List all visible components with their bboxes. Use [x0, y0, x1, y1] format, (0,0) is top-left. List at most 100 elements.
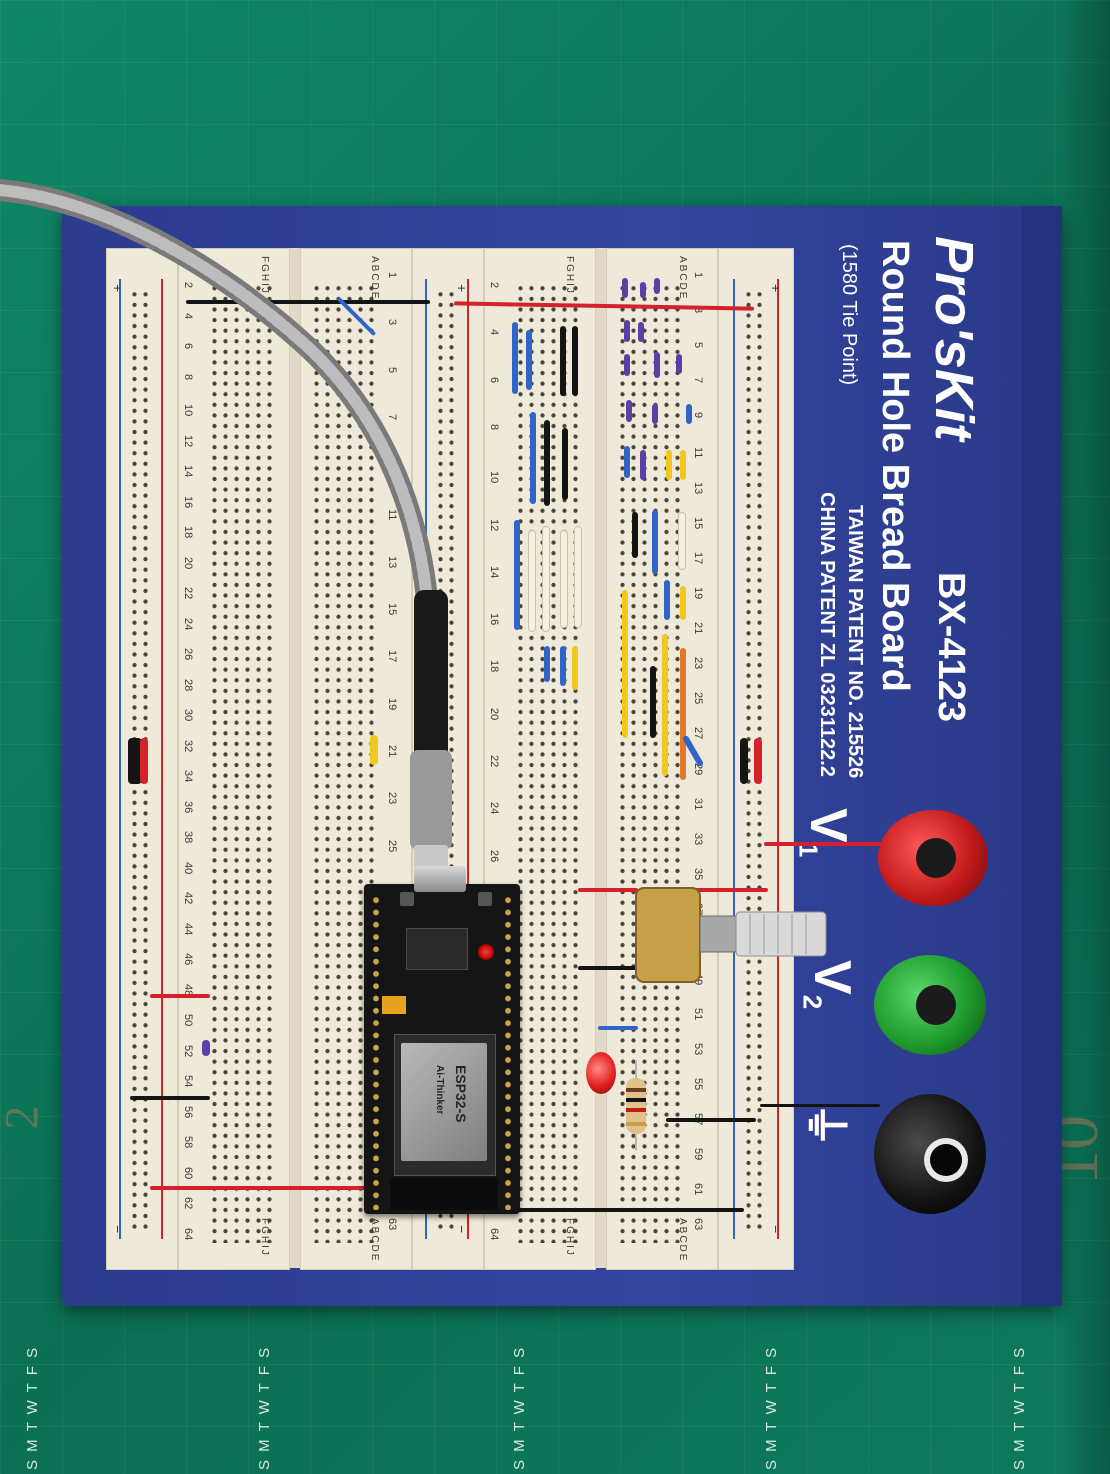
calendar-small-number: 2	[0, 1105, 49, 1130]
jumper-wire-blue[interactable]	[560, 646, 566, 686]
jumper-wire-black[interactable]	[578, 966, 638, 970]
esp32-shield-can	[401, 1043, 487, 1161]
jumper-wire-red[interactable]	[150, 994, 210, 998]
jumper-wire-black[interactable]	[500, 1208, 744, 1212]
calendar-column: S M T W T F S	[757, 1300, 817, 1474]
jumper-wire-red[interactable]	[150, 1186, 386, 1190]
potentiometer[interactable]	[630, 880, 830, 1000]
rail-blue-line	[119, 279, 121, 1239]
wire-to-v1[interactable]	[764, 842, 884, 846]
jumper-wire-blue[interactable]	[686, 404, 692, 424]
row-number: 23	[692, 657, 704, 670]
v2-post-socket	[916, 985, 956, 1025]
jumper-wire-black[interactable]	[632, 512, 638, 558]
jumper-wire-yellow[interactable]	[370, 735, 378, 765]
row-number: 15	[692, 517, 704, 530]
wire-to-ground[interactable]	[760, 1104, 880, 1107]
jumper-wire-purple[interactable]	[640, 450, 646, 480]
jumper-wire-blue[interactable]	[598, 1026, 638, 1030]
calendar-weekdays: S M T W T F S	[24, 1345, 41, 1470]
jumper-wire-black[interactable]	[544, 420, 550, 506]
model-number: BX-4123	[930, 572, 972, 722]
jumper-wire-yellow[interactable]	[680, 450, 686, 480]
center-channel	[596, 248, 606, 1268]
row-number: 24	[488, 802, 500, 815]
row-number: 2	[488, 282, 500, 289]
jumper-wire-blue[interactable]	[514, 520, 520, 630]
jumper-wire-red-short[interactable]	[140, 738, 148, 784]
jumper-wire-yellow[interactable]	[666, 450, 672, 480]
jumper-wire-yellow[interactable]	[680, 586, 686, 620]
row-number: 12	[488, 518, 500, 531]
base-side-rail	[1022, 206, 1062, 1306]
jumper-wire-white[interactable]	[542, 526, 550, 632]
jumper-wire-yellow[interactable]	[662, 634, 668, 776]
jumper-wire-purple[interactable]	[638, 322, 644, 342]
jumper-wire-purple[interactable]	[640, 282, 646, 298]
boot-button[interactable]	[400, 892, 414, 906]
jumper-wire-black-short[interactable]	[128, 738, 142, 784]
jumper-wire-red[interactable]	[578, 888, 638, 892]
patent-taiwan: TAIWAN PATENT NO. 215526	[844, 505, 866, 779]
rail-red-line	[161, 279, 163, 1239]
jumper-wire-black[interactable]	[666, 1118, 756, 1122]
esp32-dev-board[interactable]: ESP32-S Ai-Thinker	[364, 884, 520, 1214]
column-label-bottom: FGHIJ	[259, 1218, 270, 1257]
jumper-wire-blue[interactable]	[652, 510, 658, 574]
jumper-wire-black[interactable]	[572, 326, 578, 396]
jumper-wire-blue[interactable]	[624, 446, 630, 478]
jumper-wire-purple[interactable]	[654, 352, 660, 378]
jumper-wire-blue[interactable]	[544, 646, 550, 682]
jumper-wire-yellow[interactable]	[572, 646, 578, 690]
micro-usb-port[interactable]	[414, 866, 466, 892]
calendar-weekdays: S M T W T F S	[511, 1345, 528, 1470]
jumper-wire-white[interactable]	[528, 530, 536, 632]
column-label-bottom: ABCDE	[677, 1218, 688, 1263]
jumper-wire-blue[interactable]	[530, 412, 536, 504]
row-number: 4	[488, 329, 500, 336]
jumper-wire-purple[interactable]	[202, 1040, 210, 1056]
row-number: 25	[692, 692, 704, 705]
jumper-wire-purple[interactable]	[652, 404, 658, 424]
jumper-wire-white[interactable]	[678, 512, 686, 570]
jumper-wire-purple[interactable]	[626, 400, 632, 422]
reset-button[interactable]	[478, 892, 492, 906]
esp32-pin-header-right	[502, 894, 516, 1210]
jumper-wire-blue[interactable]	[664, 580, 670, 620]
resistor[interactable]	[616, 1060, 656, 1150]
calendar-column: S M T W T F S	[505, 1300, 565, 1474]
row-number: 18	[488, 660, 500, 673]
v1-binding-post[interactable]	[878, 810, 988, 906]
ground-binding-post[interactable]	[874, 1094, 986, 1214]
jumper-wire-yellow[interactable]	[622, 590, 628, 738]
jumper-wire-red[interactable]	[690, 888, 768, 892]
row-number: 19	[692, 587, 704, 600]
jumper-wire-black[interactable]	[650, 666, 656, 738]
jumper-wire-black[interactable]	[186, 300, 430, 304]
row-number: 22	[488, 755, 500, 768]
jumper-wire-purple[interactable]	[622, 278, 628, 298]
jumper-wire-black[interactable]	[560, 326, 566, 396]
jumper-wire-purple[interactable]	[676, 354, 682, 374]
row-number: 20	[488, 707, 500, 720]
jumper-wire-purple[interactable]	[654, 278, 660, 294]
mat-calendar: S M T W T F S S M T W T F S S M T W T F …	[0, 1300, 1110, 1474]
row-number: 5	[692, 342, 704, 349]
jumper-wire-blue[interactable]	[526, 330, 532, 390]
power-rail-right	[718, 248, 794, 1270]
v1-label: V1	[793, 808, 858, 857]
jumper-wire-orange[interactable]	[680, 648, 686, 780]
jumper-wire-black-short[interactable]	[740, 738, 748, 784]
calendar-weekdays: S M T W T F S	[763, 1345, 780, 1470]
jumper-wire-purple[interactable]	[624, 320, 630, 342]
jumper-wire-purple[interactable]	[624, 354, 630, 376]
row-number: 58	[182, 1136, 194, 1149]
red-led[interactable]	[586, 1052, 616, 1094]
jumper-wire-black[interactable]	[130, 1096, 210, 1100]
jumper-wire-blue[interactable]	[512, 322, 518, 394]
jumper-wire-white[interactable]	[560, 530, 568, 628]
v2-binding-post[interactable]	[874, 955, 986, 1055]
jumper-wire-black[interactable]	[562, 428, 568, 500]
jumper-wire-red-short[interactable]	[754, 738, 762, 784]
jumper-wire-white[interactable]	[574, 526, 582, 628]
